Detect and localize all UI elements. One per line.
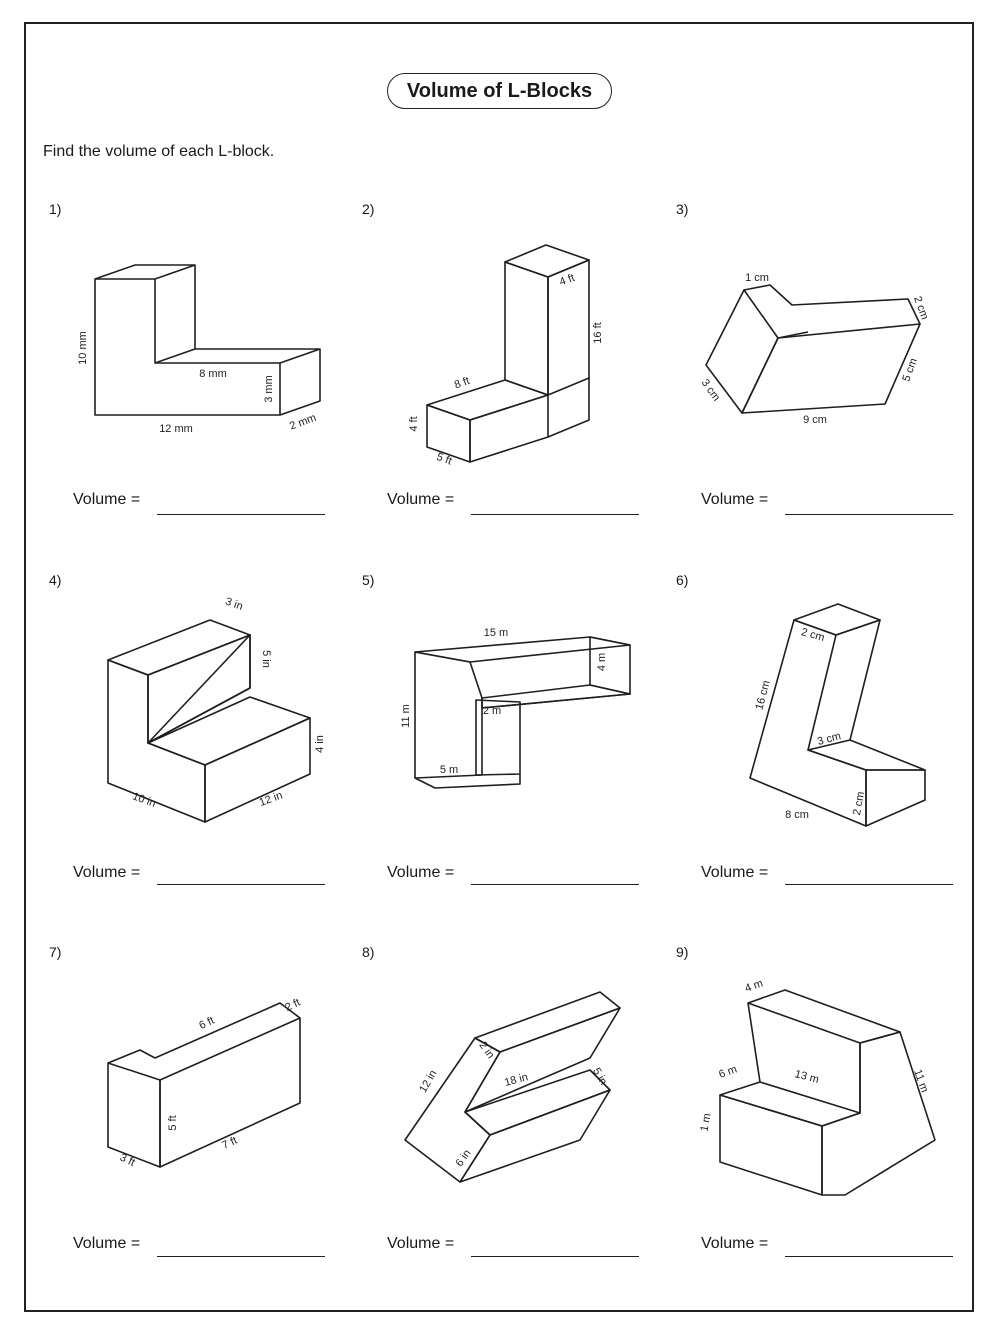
dimension-label: 15 m <box>484 627 508 639</box>
answer-line[interactable] <box>471 1256 639 1257</box>
dimension-label: 4 m <box>743 977 764 995</box>
dimension-label: 8 ft <box>453 375 471 392</box>
dimension-label: 2 mm <box>288 412 318 433</box>
problem-number: 1) <box>49 201 62 217</box>
dimension-label: 1 m <box>699 1112 714 1132</box>
dimension-label: 5 in <box>260 650 272 668</box>
dimension-label: 2 cm <box>800 626 826 644</box>
dimension-label: 16 ft <box>592 322 604 343</box>
problem-number: 9) <box>676 944 689 960</box>
dimension-label: 8 cm <box>785 809 809 821</box>
dimension-label: 18 in <box>503 1071 529 1089</box>
dimension-label: 7 ft <box>220 1135 239 1152</box>
l-block-figure-3: 1 cm 2 cm 3 cm 5 cm 9 cm <box>699 272 931 426</box>
volume-label: Volume = <box>387 491 455 508</box>
l-block-figure-5: 15 m 4 m 11 m 2 m 5 m <box>400 627 631 789</box>
dimension-label: 12 in <box>258 789 285 808</box>
dimension-label: 9 cm <box>803 414 827 426</box>
dimension-label: 8 mm <box>199 368 227 380</box>
dimension-label: 6 m <box>717 1063 738 1081</box>
dimension-label: 5 m <box>440 764 458 776</box>
dimension-label: 13 m <box>793 1068 820 1086</box>
dimension-label: 4 ft <box>558 272 576 289</box>
problem-number: 8) <box>362 944 375 960</box>
instructions: Find the volume of each L-block. <box>43 143 275 160</box>
dimension-label: 11 m <box>911 1068 930 1094</box>
dimension-label: 2 cm <box>851 791 867 817</box>
volume-label: Volume = <box>387 1235 455 1252</box>
dimension-label: 4 in <box>314 735 326 753</box>
volume-label: Volume = <box>73 864 141 881</box>
problem-number: 4) <box>49 572 62 588</box>
dimension-label: 12 mm <box>159 423 193 435</box>
worksheet-border <box>24 22 974 1312</box>
dimension-label: 2 in <box>476 1040 496 1061</box>
l-block-figure-4: 3 in 5 in 4 in 10 in 12 in <box>107 596 326 823</box>
volume-label: Volume = <box>701 864 769 881</box>
volume-label: Volume = <box>387 864 455 881</box>
problem-number: 2) <box>362 201 375 217</box>
dimension-label: 2 cm <box>911 295 930 322</box>
dimension-label: 5 in <box>590 1066 609 1087</box>
answer-line[interactable] <box>785 514 953 515</box>
dimension-label: 3 cm <box>816 730 842 748</box>
dimension-label: 6 ft <box>197 1015 216 1032</box>
problem-number: 3) <box>676 201 689 217</box>
dimension-label: 3 mm <box>263 375 275 403</box>
dimension-label: 12 in <box>417 1068 439 1095</box>
answer-line[interactable] <box>785 884 953 885</box>
dimension-label: 3 in <box>224 596 245 613</box>
answer-line[interactable] <box>157 884 325 885</box>
dimension-label: 10 mm <box>77 331 89 365</box>
l-block-figure-2: 4 ft 16 ft 8 ft 4 ft 5 ft <box>408 244 604 468</box>
worksheet-title: Volume of L-Blocks <box>387 73 612 109</box>
dimension-label: 4 m <box>596 653 608 671</box>
problem-number: 5) <box>362 572 375 588</box>
dimension-label: 5 ft <box>435 451 453 468</box>
dimension-label: 11 m <box>400 704 412 728</box>
dimension-label: 1 cm <box>745 272 769 284</box>
volume-label: Volume = <box>701 1235 769 1252</box>
l-block-figure-7: 6 ft 2 ft 5 ft 3 ft 7 ft <box>107 997 302 1169</box>
answer-line[interactable] <box>471 514 639 515</box>
volume-label: Volume = <box>73 1235 141 1252</box>
dimension-label: 5 ft <box>167 1115 179 1130</box>
answer-line[interactable] <box>471 884 639 885</box>
problem-number: 6) <box>676 572 689 588</box>
volume-label: Volume = <box>73 491 141 508</box>
problem-number: 7) <box>49 944 62 960</box>
l-block-figure-1: 10 mm 8 mm 3 mm 12 mm 2 mm <box>77 264 321 435</box>
dimension-label: 10 in <box>131 790 158 809</box>
volume-label: Volume = <box>701 491 769 508</box>
l-block-figure-9: 4 m 6 m 13 m 11 m 1 m <box>699 977 936 1196</box>
l-block-figure-6: 2 cm 16 cm 3 cm 8 cm 2 cm <box>749 603 926 827</box>
dimension-label: 3 ft <box>118 1152 137 1169</box>
dimension-label: 2 ft <box>283 997 302 1014</box>
l-block-figure-8: 12 in 2 in 18 in 5 in 6 in <box>404 991 621 1183</box>
dimension-label: 4 ft <box>408 416 420 431</box>
answer-line[interactable] <box>157 1256 325 1257</box>
answer-line[interactable] <box>785 1256 953 1257</box>
answer-line[interactable] <box>157 514 325 515</box>
dimension-label: 2 m <box>483 705 501 717</box>
